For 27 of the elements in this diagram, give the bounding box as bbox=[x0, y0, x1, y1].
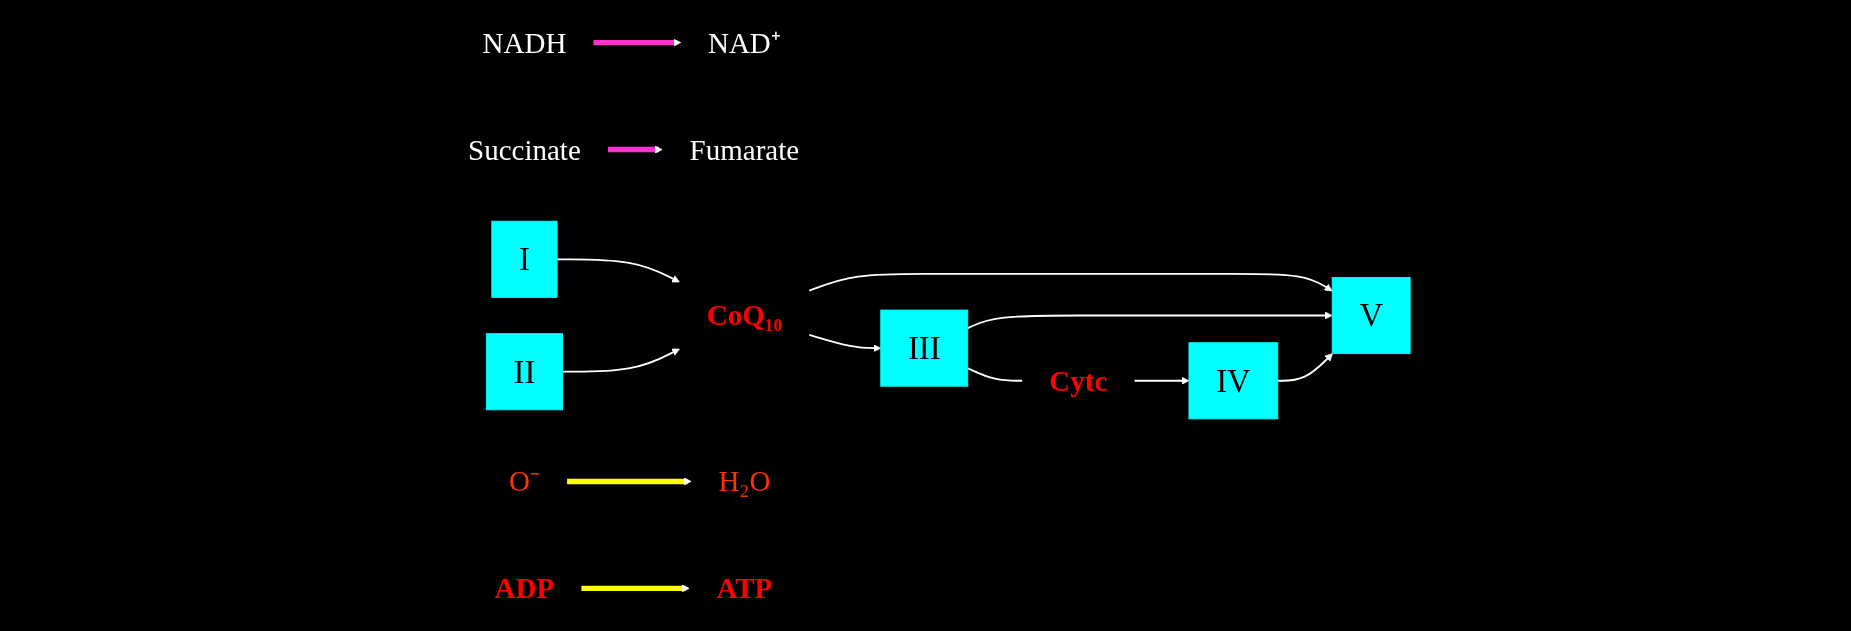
arrow bbox=[1276, 353, 1333, 382]
node-box: V bbox=[1331, 276, 1411, 355]
arrow bbox=[808, 272, 1333, 292]
arrow bbox=[966, 311, 1333, 329]
node-text: O⁻ bbox=[508, 465, 540, 498]
arrow bbox=[581, 584, 690, 593]
arrow bbox=[608, 145, 663, 154]
arrow bbox=[593, 38, 682, 47]
node-text: NADH bbox=[482, 26, 567, 59]
arrow bbox=[1133, 376, 1190, 385]
node-text: ATP bbox=[716, 572, 773, 605]
arrow bbox=[556, 258, 680, 283]
node-box: IV bbox=[1188, 342, 1279, 420]
node-box: III bbox=[880, 309, 969, 387]
node-text: NAD⁺ bbox=[707, 26, 781, 59]
node-box: II bbox=[485, 333, 563, 411]
node-text: Succinate bbox=[468, 133, 581, 166]
node-text: CoQ₁₀ bbox=[706, 299, 783, 332]
arrow bbox=[567, 477, 692, 486]
arrow bbox=[808, 334, 882, 353]
node-text: Cytc bbox=[1049, 364, 1108, 398]
node-box: I bbox=[491, 220, 558, 298]
connector bbox=[966, 367, 1024, 382]
arrow bbox=[561, 348, 680, 373]
node-text: ADP bbox=[494, 572, 555, 605]
node-text: H₂O bbox=[718, 465, 771, 498]
node-text: Fumarate bbox=[689, 133, 800, 166]
